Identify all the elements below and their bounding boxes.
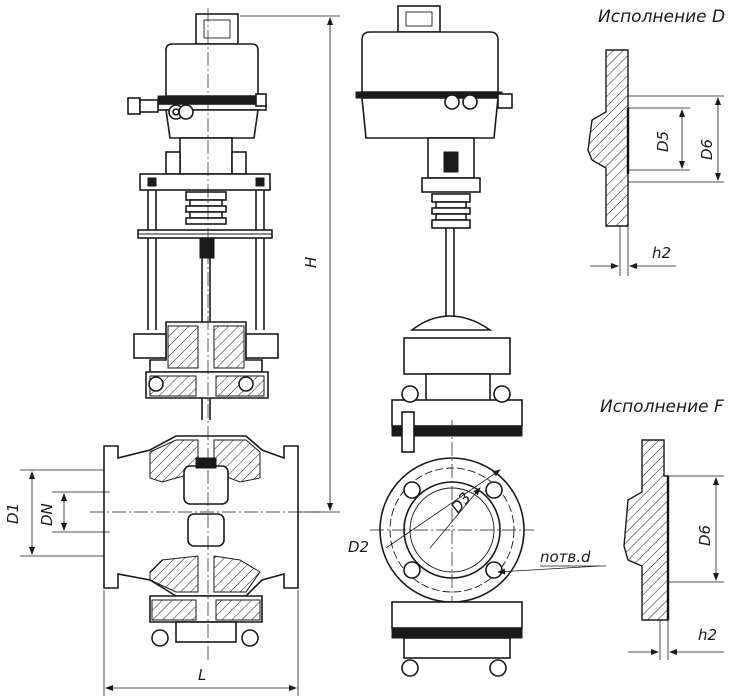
detail-variant-f: Исполнение F D6 h2	[600, 397, 724, 660]
bellows	[185, 191, 227, 225]
dimension-D6-d-label: D6	[698, 139, 716, 160]
actuator-cap	[195, 13, 239, 45]
dimension-h2-d-label: h2	[652, 244, 671, 262]
bonnet	[149, 321, 263, 373]
dimension-D5-label: D5	[654, 131, 672, 152]
dimension-H-label: H	[302, 257, 320, 268]
holes-label: nотв.d	[540, 548, 591, 566]
variant-d-title: Исполнение D	[598, 7, 725, 27]
dimension-D2-label: D2	[348, 538, 369, 556]
variant-f-title: Исполнение F	[600, 397, 724, 417]
side-bellows	[431, 193, 471, 229]
actuator-housing	[165, 43, 259, 97]
dimension-DN-label: DN	[38, 503, 56, 526]
dimension-D1-label: D1	[4, 503, 22, 524]
side-view: D2 D3 nотв.d	[348, 5, 606, 677]
detail-variant-d: Исполнение D D5 D6 h2	[587, 7, 725, 276]
dimension-h2-f-label: h2	[698, 626, 717, 644]
dimension-L-label: L	[198, 666, 206, 684]
front-section-view: H D1 DN L	[4, 8, 340, 696]
dimension-D6-f-label: D6	[696, 525, 714, 546]
side-actuator-cap	[397, 5, 441, 33]
